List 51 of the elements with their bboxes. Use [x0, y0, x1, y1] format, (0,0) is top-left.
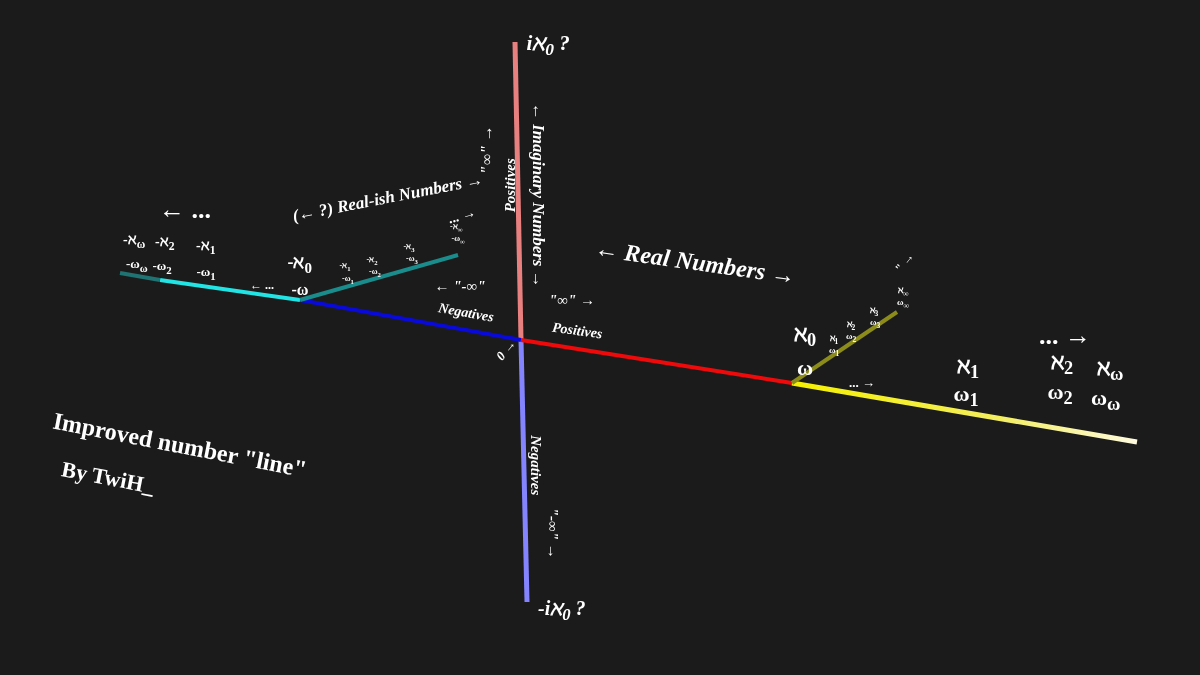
axis-label: ω$_{3}$	[870, 318, 881, 331]
axis-label: -ℵ$_{0}$	[287, 252, 312, 276]
axis-label: ℵ$_{0}$	[794, 321, 817, 351]
axis-label: -ℵ$_{3}$	[403, 243, 415, 253]
axis-label: By TwiH_	[59, 457, 157, 499]
axis-label: ← "-∞"	[434, 277, 486, 294]
axis-label: -ℵ$_{2}$	[366, 256, 378, 266]
axis-label: Negatives	[437, 299, 495, 325]
axis-label: -ℵ$_{1}$	[196, 238, 216, 258]
axis-label: ← Imaginary Numbers →	[527, 102, 547, 288]
axis-label: "∞" →	[477, 125, 495, 175]
axis-label: Positives	[501, 157, 519, 212]
axis-label: ℵ$_{∞}$	[898, 286, 909, 299]
axis-label: ← ...	[159, 195, 211, 225]
axis-label: ω$_{∞}$	[897, 298, 909, 311]
axis-label: -ω$_{1}$	[342, 275, 354, 285]
axis-label: ℵ$_{1}$	[829, 334, 839, 347]
axis-label: ... →	[1039, 321, 1091, 351]
axis-label: 0 →	[493, 336, 519, 364]
axis-label: ... →	[849, 376, 875, 391]
axis-label: "∞" →	[549, 291, 596, 308]
axis-label: Negatives	[527, 434, 545, 495]
axis-label: -ω$_{1}$	[196, 265, 216, 283]
axis-label: iℵ$_{0}$ ?	[526, 31, 570, 59]
axis-label: -ω	[291, 281, 309, 299]
axis-label: ω$_{ω}$	[1091, 385, 1121, 415]
axis-label: ← ...	[250, 278, 274, 292]
axis-label: -ω$_{2}$	[152, 259, 172, 277]
axis-label: ω	[797, 356, 814, 381]
axis-label: -ℵ$_{ω}$	[123, 232, 146, 252]
axis-label: ℵ$_{1}$	[957, 353, 980, 383]
axis-label: -ω$_{3}$	[406, 255, 418, 265]
axis-label: -ℵ$_{1}$	[339, 262, 351, 272]
axis-label: ℵ$_{2}$	[1051, 349, 1074, 379]
axis-label: -ω$_{∞}$	[451, 235, 465, 245]
axis-label: ω$_{1}$	[953, 381, 979, 411]
axis-label: ℵ$_{ω}$	[1097, 355, 1124, 385]
axis-label: ω$_{2}$	[1047, 379, 1073, 409]
axis-label: "-∞" →	[543, 507, 561, 559]
axis-label: Positives	[550, 319, 603, 342]
axis-label: -ℵ$_{2}$	[155, 234, 175, 254]
axis-label: ω$_{1}$	[829, 346, 840, 359]
axis-label: ℵ$_{2}$	[846, 320, 856, 333]
axis-label: " →	[892, 249, 917, 275]
axis-label: -iℵ$_{0}$ ?	[538, 596, 586, 624]
axis-label: ω$_{2}$	[846, 332, 857, 345]
axis-label: -ℵ$_{∞}$	[450, 223, 463, 233]
axis-label: ← Real Numbers →	[593, 235, 797, 290]
axis-label: ℵ$_{3}$	[869, 306, 879, 319]
axis-label: -ω$_{2}$	[369, 268, 381, 278]
axis-label: -ω$_{ω}$	[126, 257, 148, 275]
